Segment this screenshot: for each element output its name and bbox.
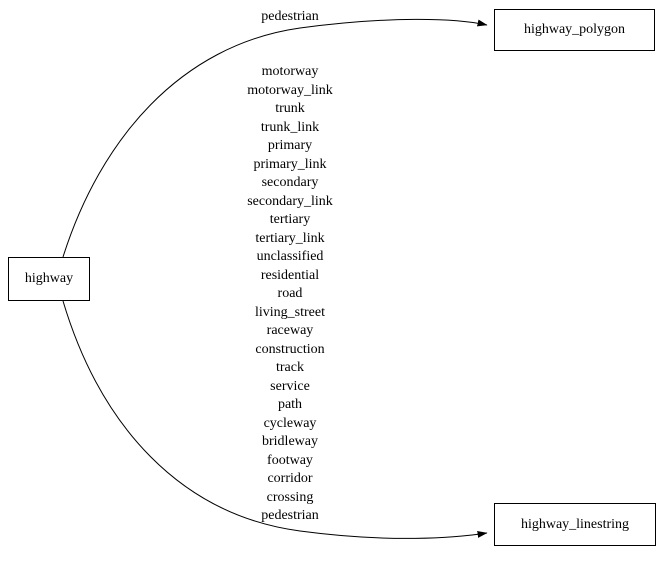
node-highway: highway bbox=[8, 257, 90, 301]
node-highway-linestring: highway_linestring bbox=[494, 503, 656, 546]
node-highway-label: highway bbox=[24, 271, 74, 286]
edge-highway-to-linestring bbox=[62, 300, 488, 539]
node-highway-linestring-label: highway_linestring bbox=[520, 516, 630, 532]
node-highway-polygon-label: highway_polygon bbox=[523, 22, 626, 37]
edge-highway-to-polygon bbox=[62, 18, 488, 258]
edge-label-highway-to-polygon: pedestrian bbox=[261, 9, 319, 24]
edge-label-highway-to-linestring: motorway motorway_link trunk trunk_link … bbox=[247, 64, 333, 523]
node-highway-polygon: highway_polygon bbox=[494, 9, 655, 51]
